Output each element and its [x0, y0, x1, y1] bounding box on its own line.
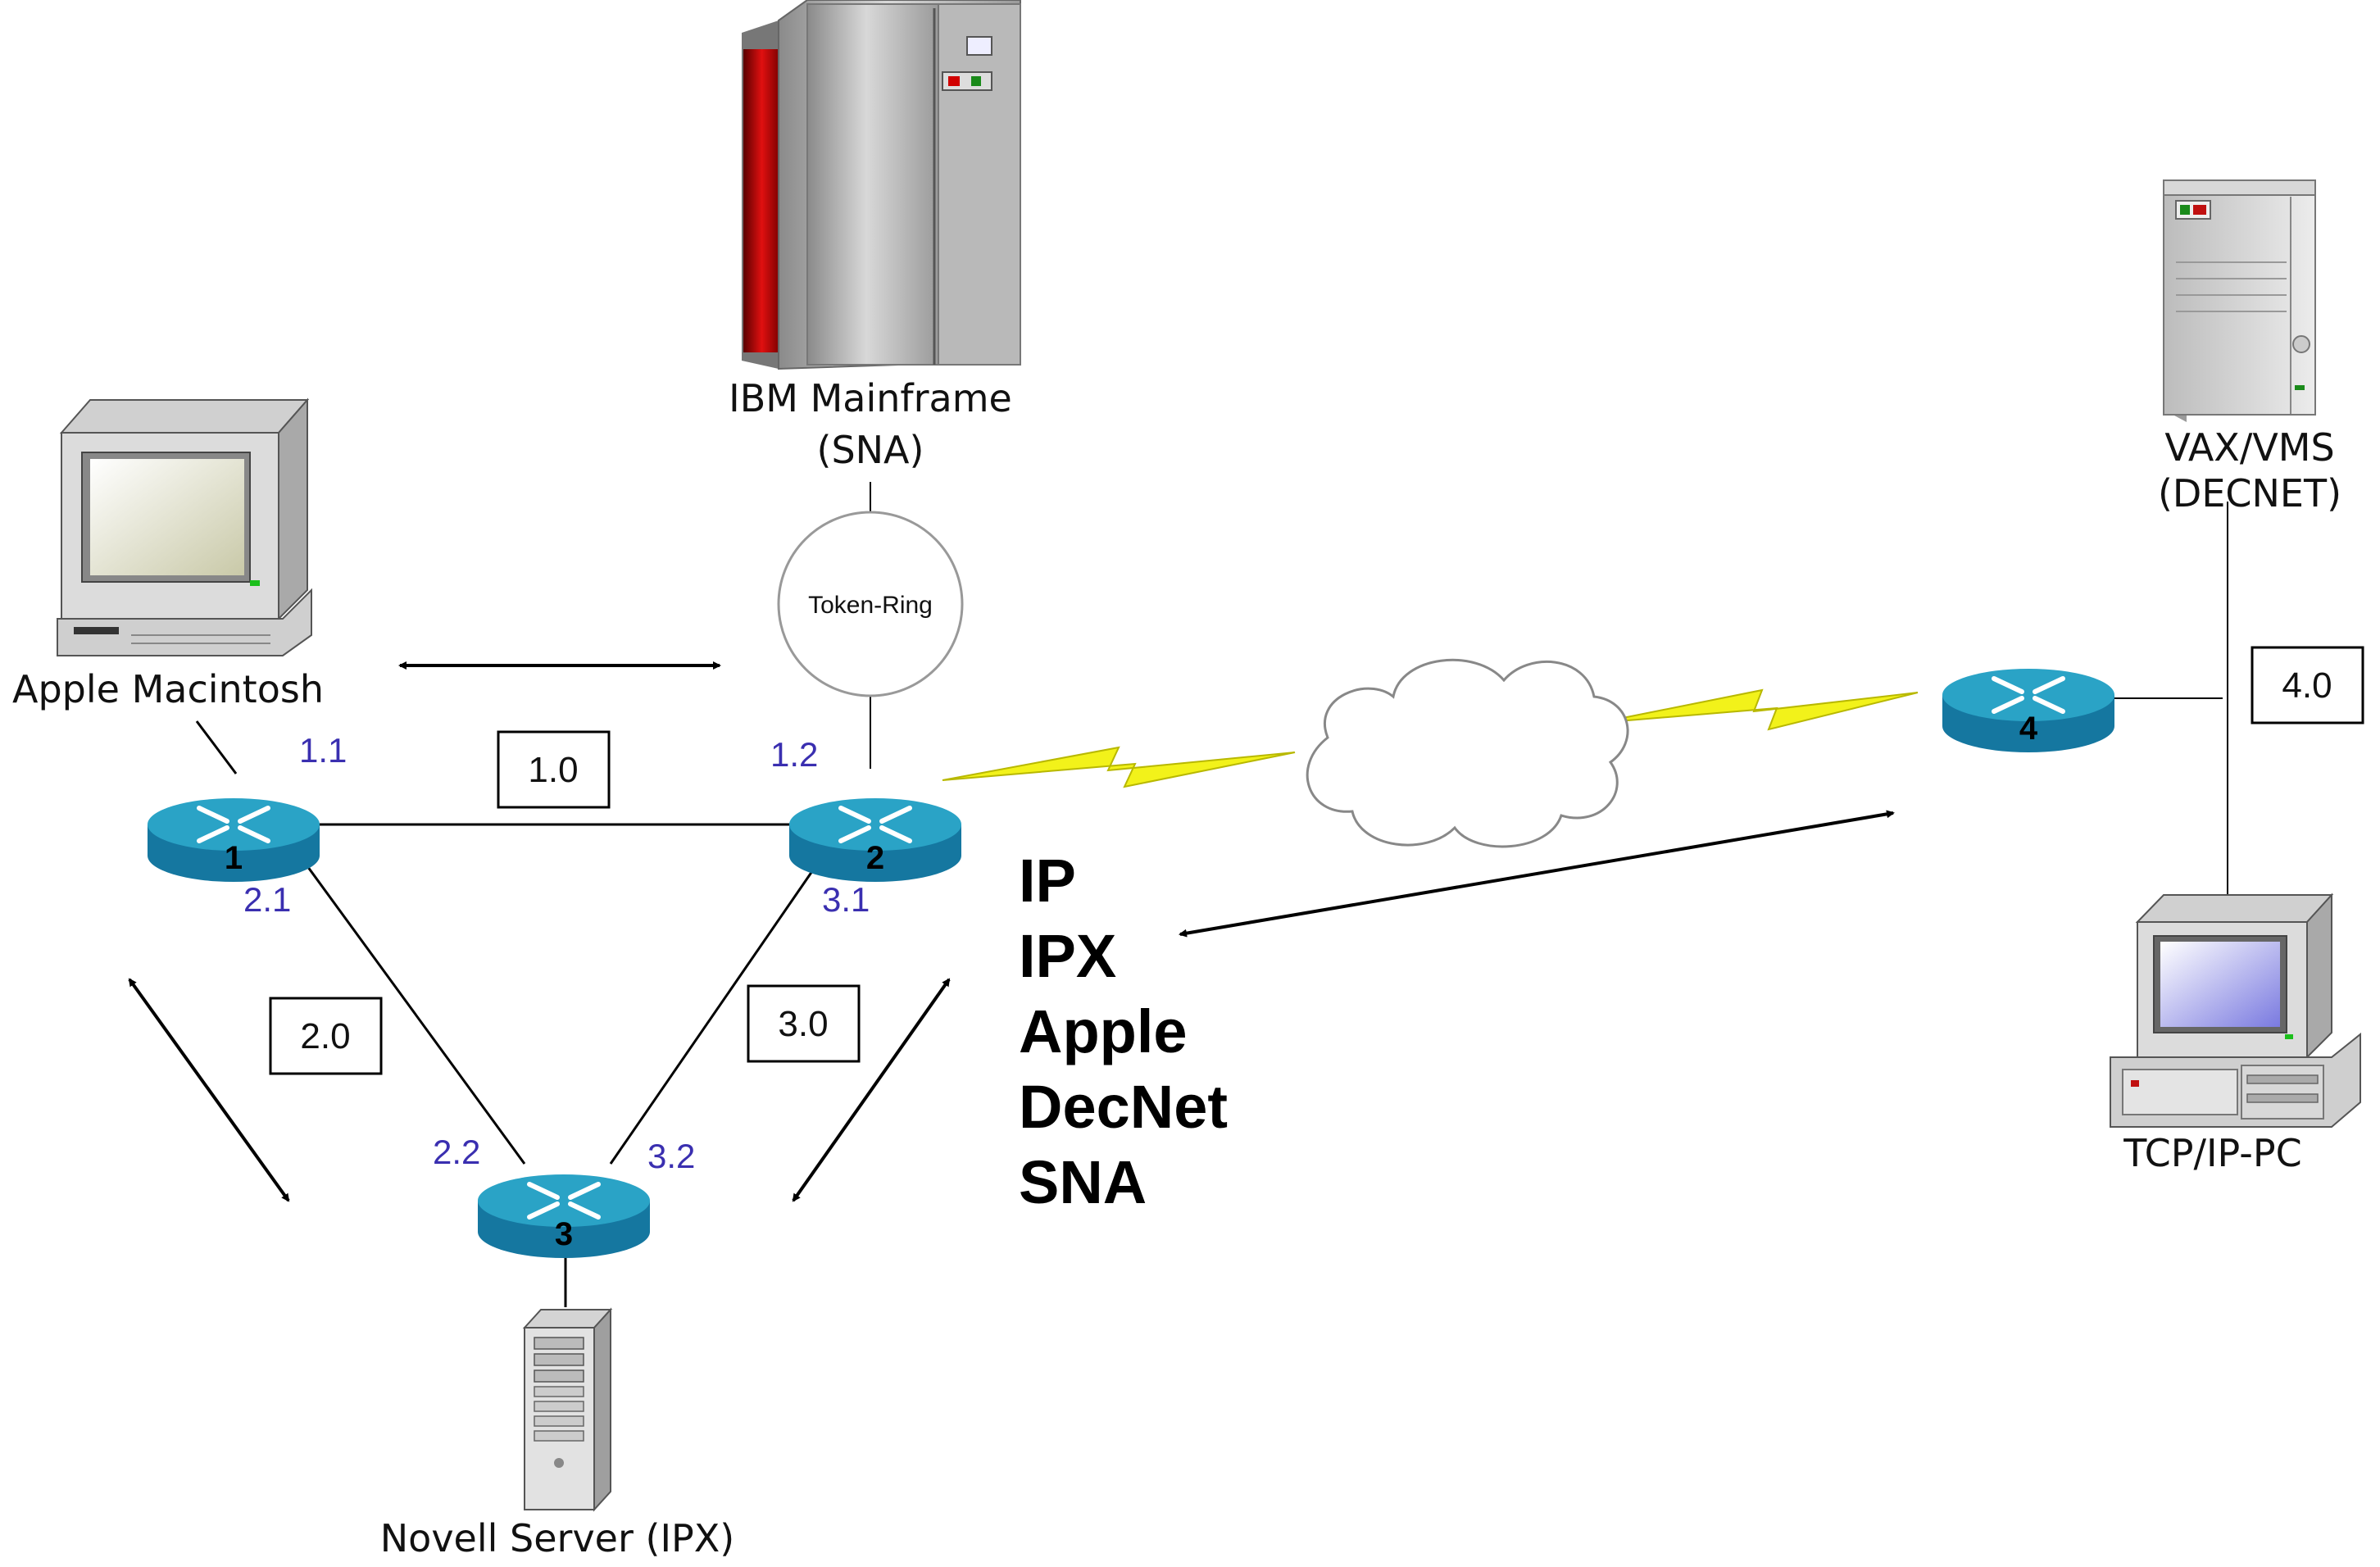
protocol-item: IP	[1019, 847, 1076, 915]
macintosh-icon	[57, 397, 312, 656]
vax-label-line1: VAX/VMS	[2164, 425, 2334, 470]
router-number: 2	[866, 840, 884, 876]
link-mac-r1	[195, 720, 238, 774]
mainframe-icon	[742, 0, 1021, 370]
tcpip-pc-label: TCP/IP-PC	[2123, 1131, 2302, 1175]
router-3: 3	[478, 1174, 650, 1258]
network-number: 3.0	[778, 1004, 828, 1044]
router-number: 3	[555, 1216, 573, 1252]
interface-r3-a: 2.2	[433, 1133, 480, 1171]
router-number: 4	[2019, 711, 2038, 747]
network-number: 1.0	[528, 750, 578, 790]
arrow-network-2	[128, 978, 290, 1202]
wan-link-cloud-r4	[1597, 688, 1919, 731]
router-number: 1	[225, 840, 243, 876]
protocol-item: IPX	[1019, 922, 1116, 990]
link-r1-r3	[302, 860, 526, 1165]
interface-r1-b: 2.1	[243, 880, 291, 919]
protocol-item: SNA	[1019, 1148, 1147, 1216]
macintosh-label: Apple Macintosh	[12, 667, 324, 711]
network-box-2: 2.0	[269, 997, 383, 1075]
router-1: 1	[148, 798, 320, 882]
interface-r2-a: 1.2	[770, 735, 818, 774]
protocol-item: DecNet	[1019, 1073, 1228, 1141]
mainframe-label-line1: IBM Mainframe	[729, 376, 1012, 420]
arrow-wan	[1179, 810, 1895, 938]
interface-r2-b: 3.1	[822, 880, 870, 919]
arrows	[128, 661, 1895, 1202]
novell-label: Novell Server (IPX)	[380, 1516, 734, 1560]
arrow-network-3	[792, 978, 951, 1202]
vax-server-icon	[2163, 179, 2316, 422]
network-number: 2.0	[300, 1016, 350, 1056]
wan-cloud	[1306, 658, 1629, 848]
router-2: 2	[789, 798, 961, 882]
protocol-item: Apple	[1019, 997, 1188, 1065]
network-box-3: 3.0	[747, 984, 861, 1063]
tcpip-pc-icon	[2110, 893, 2361, 1128]
network-number: 4.0	[2282, 665, 2332, 706]
novell-server-icon	[522, 1307, 613, 1512]
protocol-list: IP IPX Apple DecNet SNA	[1019, 847, 1228, 1216]
interface-r1-a: 1.1	[299, 731, 347, 770]
wan-link-r2-cloud	[942, 746, 1296, 788]
token-ring	[777, 511, 964, 697]
links	[195, 482, 2228, 1307]
mainframe-label-line2: (SNA)	[817, 428, 924, 472]
router-4: 4	[1942, 669, 2114, 752]
network-box-1: 1.0	[497, 730, 611, 809]
link-r2-r3	[609, 860, 821, 1165]
token-ring-label: Token-Ring	[808, 592, 933, 619]
vax-label-line2: (DECNET)	[2158, 471, 2341, 516]
network-box-4: 4.0	[2251, 646, 2364, 724]
interface-r3-b: 3.2	[647, 1137, 695, 1175]
